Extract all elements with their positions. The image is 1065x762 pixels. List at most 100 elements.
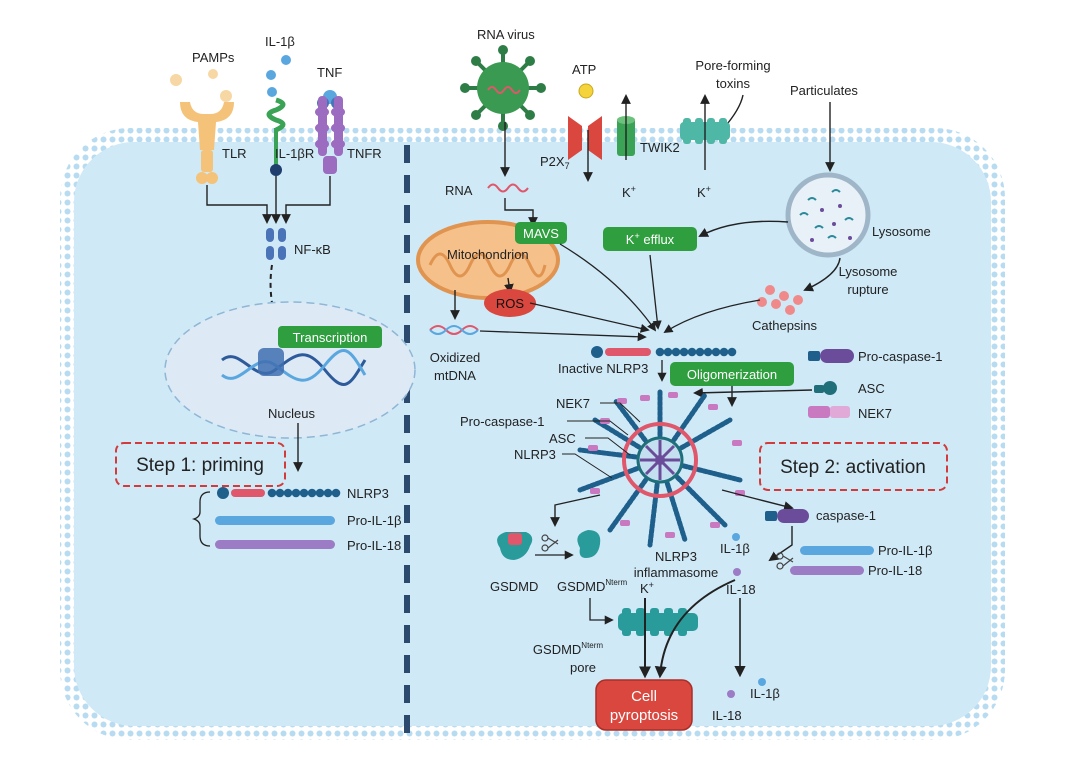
nucleus-label: Nucleus (268, 406, 315, 421)
caspase1-label: caspase-1 (816, 508, 876, 523)
inactive-nlrp3-label: Inactive NLRP3 (558, 361, 648, 376)
lysosome-label: Lysosome (872, 224, 931, 239)
gsdmd-icon (497, 532, 533, 560)
pro-il1b-right-label: Pro-IL-1β (878, 543, 932, 558)
il18-mid-dot (733, 568, 741, 576)
nfkb-label: NF-κB (294, 242, 331, 257)
pore-label: pore (570, 660, 596, 675)
products-brace (191, 491, 211, 547)
tnf-label: TNF (317, 65, 342, 80)
rna-to-mavs-arrow (504, 198, 538, 227)
il18-out-label: IL-18 (712, 708, 742, 723)
pamps-label: PAMPs (192, 50, 235, 65)
p2x7-label: P2X7 (540, 154, 570, 171)
inflammasome-icon (577, 387, 745, 548)
step1-label: Step 1: priming (136, 455, 264, 476)
p2x7-channel-icon (568, 116, 602, 160)
ann-nek7-label: NEK7 (556, 396, 590, 411)
cell-pyroptosis-box (595, 679, 693, 731)
lysosome-to-cathepsins-arrow (803, 257, 841, 292)
inflammasome-pointer-lines (562, 402, 641, 479)
ros-label: ROS (496, 296, 525, 311)
gsdmd-scissors-icon (541, 534, 559, 552)
ann-nlrp3-label: NLRP3 (514, 447, 556, 462)
ann-asc-label: ASC (549, 431, 576, 446)
mtdna-helix-icon (429, 325, 479, 335)
rna-strand (487, 183, 529, 193)
oligomerization-label: Oligomerization (687, 367, 777, 382)
pro-il18-left-label: Pro-IL-18 (347, 538, 401, 553)
gsdmd-pore-label: GSDMDNterm (533, 641, 604, 657)
k-plus-label-3: K+ (640, 580, 654, 596)
legend-asc-label: ASC (858, 381, 885, 396)
gsdmd-to-pore-arrow (589, 598, 614, 625)
inflammasome-to-caspase-arrow (721, 489, 794, 511)
pro-il1b-right-bar (800, 546, 874, 555)
il18-out-dot (727, 690, 735, 698)
transcription-label: Transcription (293, 330, 368, 345)
il1b-mid-dot (732, 533, 740, 541)
il1b-dots (266, 55, 291, 97)
cell-membrane (60, 128, 1005, 740)
inflammasome-to-gsdmd-arrow (550, 494, 601, 527)
dna-helix-icon (221, 348, 367, 386)
nlrp3-product (217, 487, 341, 499)
inactive-nlrp3-icon (591, 346, 737, 358)
ann-pro-caspase1-label: Pro-caspase-1 (460, 414, 545, 429)
priming-arrows (206, 176, 331, 224)
transcription-pill (278, 326, 382, 348)
cathepsins-dots (757, 285, 803, 315)
gsdmd-nterm-icon (577, 530, 601, 558)
legend-to-inflammasome-arrow (693, 387, 813, 398)
caspase1-icon (765, 509, 809, 523)
mitochondrion-label: Mitochondrion (447, 247, 529, 262)
rna-label: RNA (445, 183, 473, 198)
gsdmd-pore-icon (618, 608, 698, 636)
pro-il18-product (215, 540, 335, 549)
particulates-label: Particulates (790, 83, 858, 98)
cathepsins-label: Cathepsins (752, 318, 818, 333)
oligomerization-pill (670, 362, 794, 386)
receptor-tnfr-icon (315, 96, 345, 174)
k-efflux-label: K+ efflux (626, 231, 675, 247)
il-to-pyroptosis-arrow (654, 579, 736, 679)
activation-signal-arrows (479, 243, 761, 342)
mavs-pill (515, 222, 567, 244)
pro-il18-right-label: Pro-IL-18 (868, 563, 922, 578)
ros-badge (484, 289, 536, 317)
rna-virus-icon (460, 45, 546, 131)
legend-pro-caspase1-label: Pro-caspase-1 (858, 349, 943, 364)
k-plus-label-1: K+ (622, 184, 636, 200)
legend-nek7-icon (808, 406, 850, 418)
nfkb-icon (266, 228, 286, 260)
atp-label: ATP (572, 62, 596, 77)
step2-box (759, 442, 948, 491)
il1br-label: IL-1βR (275, 146, 314, 161)
il18-mid-label: IL-18 (726, 582, 756, 597)
legend-nek7-label: NEK7 (858, 406, 892, 421)
gsdmd-nterm-label: GSDMDNterm (557, 578, 628, 594)
twik2-label: TWIK2 (640, 140, 680, 155)
step1-box (115, 442, 286, 487)
tlr-label: TLR (222, 146, 247, 161)
tnfr-label: TNFR (347, 146, 382, 161)
mavs-label: MAVS (523, 226, 559, 241)
pamps-dots (170, 69, 232, 102)
k-plus-label-2: K+ (697, 184, 711, 200)
pro-il1b-product (215, 516, 335, 525)
k-efflux-pill (603, 227, 697, 251)
lysosome-icon (785, 172, 871, 258)
receptor-il1br-icon (266, 97, 286, 176)
legend-asc-icon (814, 381, 837, 395)
lysosome-to-efflux-arrow (698, 220, 789, 237)
il1b-out-label: IL-1β (750, 686, 780, 701)
il1b-top-label: IL-1β (265, 34, 295, 49)
rna-virus-label: RNA virus (477, 27, 535, 42)
scissors-icon (776, 552, 794, 570)
